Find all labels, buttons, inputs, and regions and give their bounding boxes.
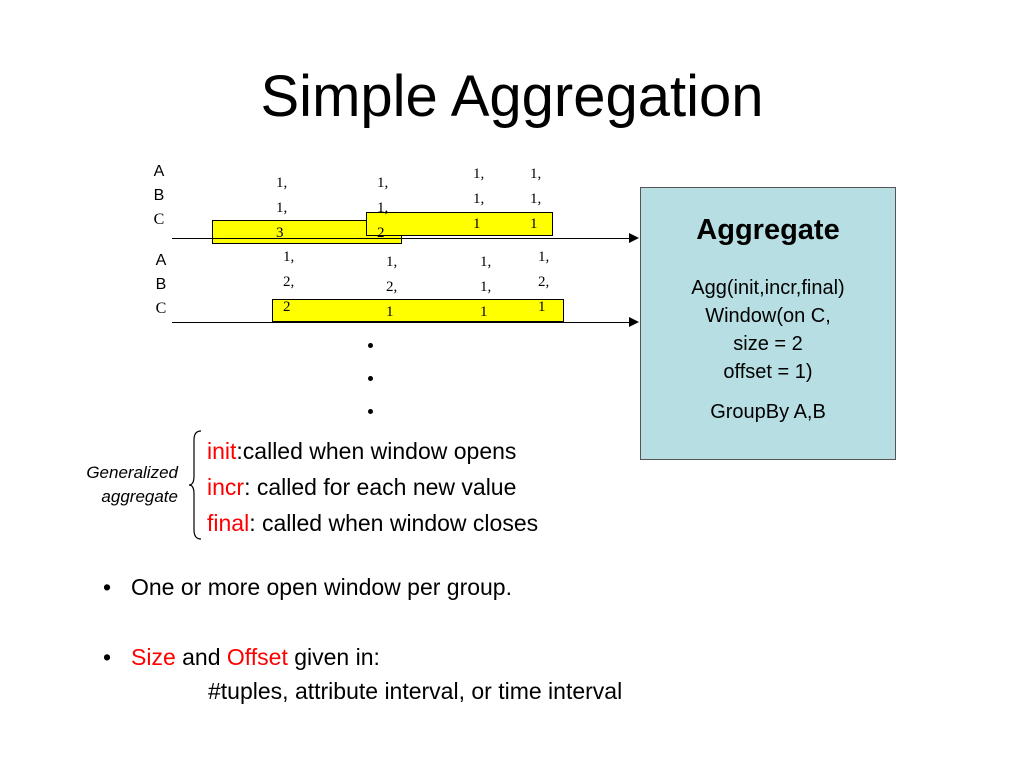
aggregate-title: Aggregate <box>696 214 840 246</box>
brace-icon <box>188 430 202 540</box>
arrow-head-icon <box>629 233 639 243</box>
tuple: 1,1,3 <box>276 175 288 241</box>
attr-label-b: B <box>153 187 165 204</box>
definition-init: init:called when window opens <box>207 438 517 464</box>
tuple: 1,1,1 <box>473 166 485 232</box>
ellipsis-dot <box>368 409 373 414</box>
definition-final: final: called when window closes <box>207 510 539 536</box>
arrow-head-icon <box>629 317 639 327</box>
aggregate-box: Aggregate Agg(init,incr,final) Window(on… <box>640 187 896 460</box>
attr-label-c: C <box>155 300 167 317</box>
aggregate-spec: Agg(init,incr,final) Window(on C, size =… <box>691 277 845 383</box>
attr-label-a: A <box>155 252 167 269</box>
aggregate-groupby: GroupBy A,B <box>710 401 826 423</box>
bullet-item: •Size and Offset given in: <box>103 644 380 670</box>
window-highlight <box>272 299 564 322</box>
stream-arrow <box>172 322 630 323</box>
stream-arrow <box>172 238 630 239</box>
window-highlight <box>366 212 553 236</box>
definitions-list: init:called when window opens incr: call… <box>207 433 538 541</box>
bullet-item: •One or more open window per group. <box>103 574 512 600</box>
attr-label-c: C <box>153 211 165 228</box>
generalized-aggregate-label: Generalized aggregate <box>86 463 178 506</box>
tuple: 1,1,1 <box>530 166 542 232</box>
attr-label-a: A <box>153 163 165 180</box>
ellipsis-dot <box>368 376 373 381</box>
tuple: 1,2,1 <box>386 254 398 320</box>
attr-label-b: B <box>155 276 167 293</box>
slide-title: Simple Aggregation <box>260 64 764 129</box>
bullet-subline: #tuples, attribute interval, or time int… <box>208 678 623 704</box>
ellipsis-dot <box>368 343 373 348</box>
tuple: 1,2,2 <box>283 249 295 315</box>
tuple: 1,1,2 <box>377 175 389 241</box>
definition-incr: incr: called for each new value <box>207 474 517 500</box>
tuple: 1,1,1 <box>480 254 492 320</box>
tuple: 1,2,1 <box>538 249 550 315</box>
